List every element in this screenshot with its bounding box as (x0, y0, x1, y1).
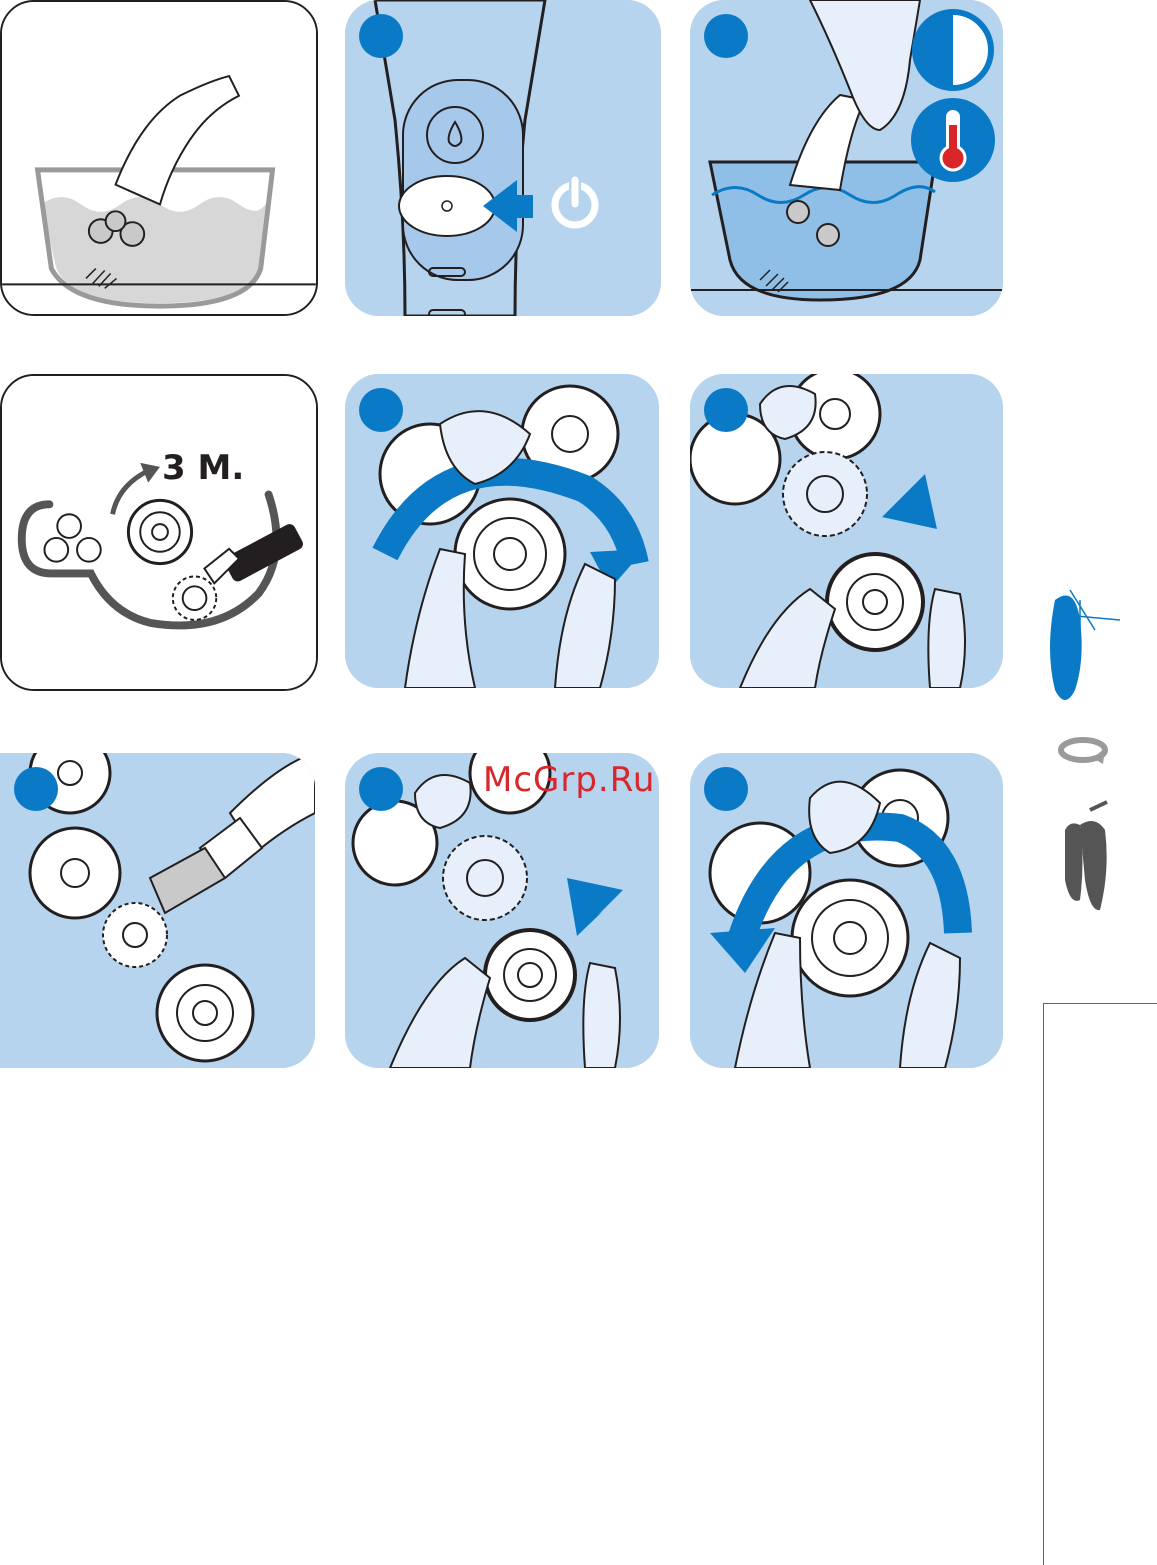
panel-rotate-open (345, 374, 659, 688)
step-badge (359, 767, 403, 811)
shaver-parts-icon (1065, 802, 1107, 910)
panel-brush-cutter (0, 753, 315, 1068)
step-badge (359, 388, 403, 432)
panel-remove-cutter (690, 374, 1003, 688)
sidebar-divider-vertical (1043, 1003, 1044, 1565)
watermark-text: McGrp.Ru (483, 760, 655, 800)
panel-rinse-bowl (0, 0, 318, 316)
step-badge (14, 767, 58, 811)
panel-power-button (345, 0, 661, 316)
interval-label: 3 M. (162, 448, 244, 488)
sparkling-shaver-icon (1050, 590, 1120, 700)
sidebar-divider-horizontal (1043, 1003, 1157, 1004)
panel-replace-cutter (345, 753, 659, 1068)
rinse-bowl-illustration (2, 2, 316, 314)
sidebar-icons (1035, 580, 1145, 920)
step-badge (704, 14, 748, 58)
panel-rotate-close (690, 753, 1003, 1068)
panel-warm-water (690, 0, 1003, 316)
sidebar-illustrations (1035, 580, 1145, 920)
panel-brush-every-3-months: 3 M. (0, 374, 318, 691)
rotate-icon (1061, 740, 1105, 764)
step-badge (359, 14, 403, 58)
brush-illustration (2, 376, 316, 689)
step-badge (704, 388, 748, 432)
step-badge (704, 767, 748, 811)
